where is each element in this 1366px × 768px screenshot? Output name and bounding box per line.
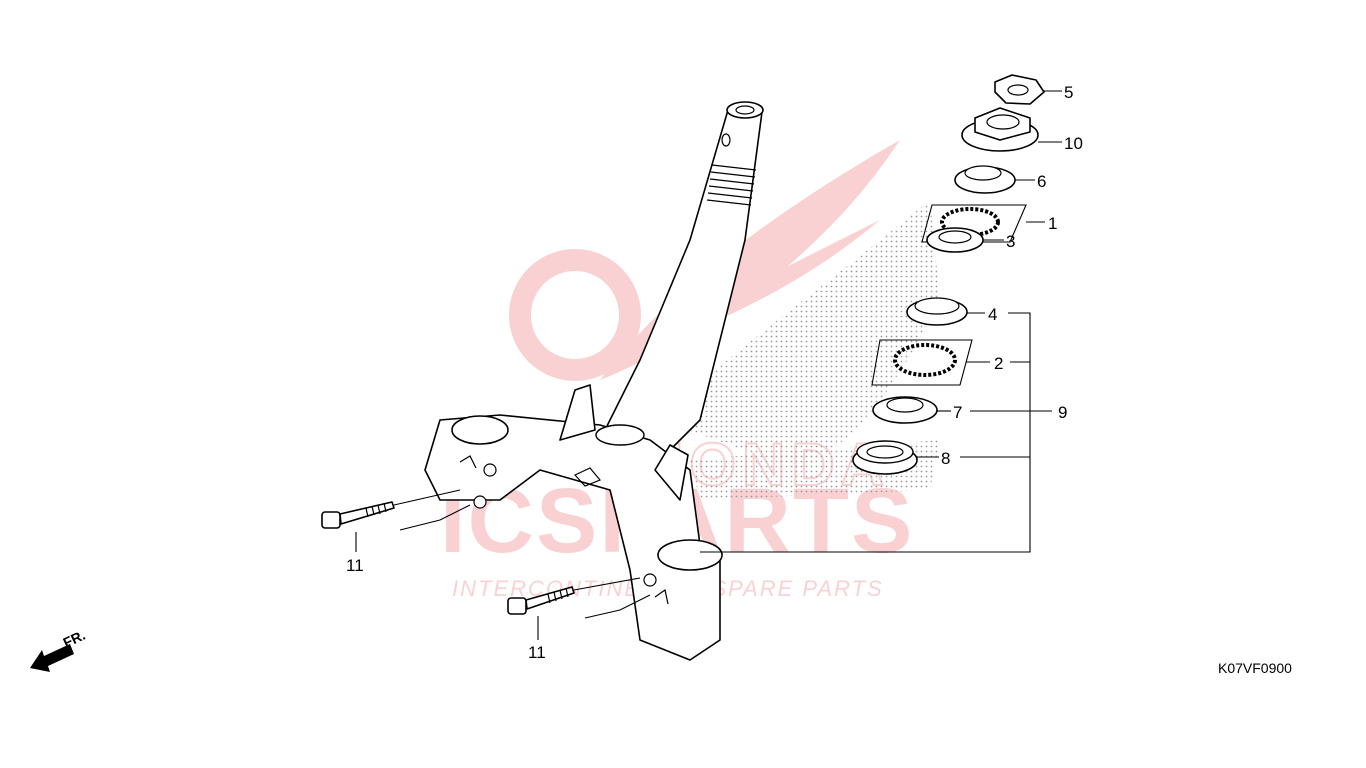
callout-11-left: 11 bbox=[346, 556, 364, 575]
callout-2: 2 bbox=[994, 354, 1003, 373]
front-label: FR. bbox=[61, 627, 88, 651]
callout-5: 5 bbox=[1064, 83, 1073, 102]
callout-7: 7 bbox=[953, 403, 962, 422]
steering-stem bbox=[424, 101, 764, 661]
cone-race-6 bbox=[954, 165, 1016, 194]
front-direction-indicator: FR. bbox=[30, 627, 88, 672]
ball-bearing-2 bbox=[871, 339, 973, 386]
ball-bearing-1 bbox=[921, 204, 1027, 243]
callout-6: 6 bbox=[1037, 172, 1046, 191]
callout-3: 3 bbox=[1006, 232, 1015, 251]
front-arrow-icon bbox=[30, 644, 74, 672]
adjusting-nut-10 bbox=[961, 107, 1039, 152]
ball-race-3 bbox=[926, 227, 984, 253]
cone-race-7 bbox=[872, 396, 938, 424]
gear-emblem bbox=[509, 249, 641, 381]
callout-10: 10 bbox=[1064, 134, 1083, 153]
callout-8: 8 bbox=[941, 449, 950, 468]
ball-race-4 bbox=[906, 297, 968, 326]
callout-1: 1 bbox=[1048, 214, 1057, 233]
callout-9: 9 bbox=[1058, 403, 1067, 422]
callout-11-right: 11 bbox=[528, 643, 546, 662]
callout-4: 4 bbox=[988, 305, 997, 324]
bolt-left bbox=[321, 489, 471, 531]
lock-nut-5 bbox=[994, 74, 1045, 105]
leader-lines bbox=[355, 90, 1062, 640]
diagram-code: K07VF0900 bbox=[1218, 660, 1292, 676]
bolt-right bbox=[507, 577, 651, 619]
dust-seal-8 bbox=[852, 440, 918, 475]
